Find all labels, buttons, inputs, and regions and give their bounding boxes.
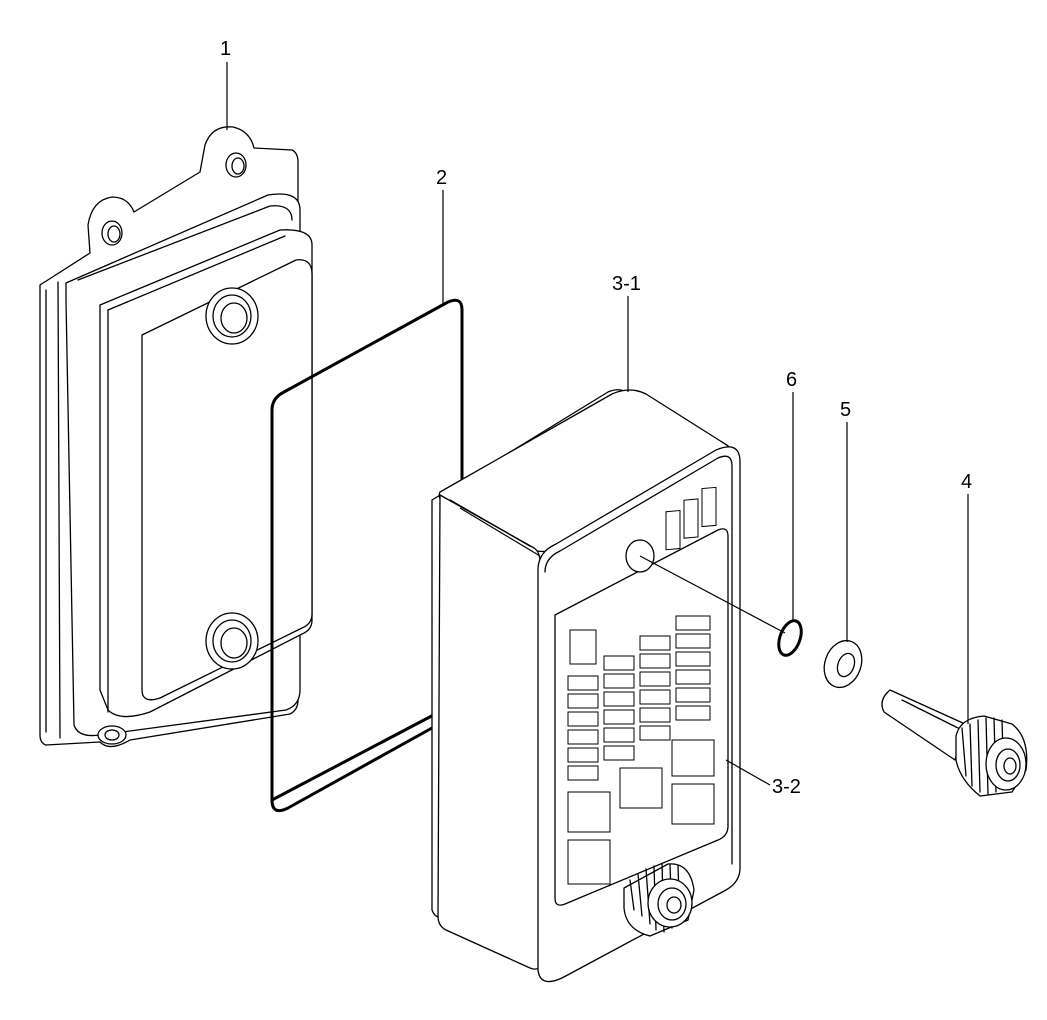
callout-6: 6 <box>786 369 797 391</box>
flat-washer <box>823 639 863 689</box>
callout-2: 2 <box>436 167 447 189</box>
mounting-base-plate <box>39 126 313 748</box>
fuse-box-knob <box>623 863 695 937</box>
leader-gasket-edge <box>459 507 541 557</box>
callout-4: 4 <box>961 471 972 493</box>
callout-3-2: 3-2 <box>772 776 801 798</box>
callout-labels: 1 2 3-1 3-2 4 5 6 <box>220 38 972 798</box>
callout-1: 1 <box>220 38 231 60</box>
leader-6-path <box>639 555 786 634</box>
o-ring <box>777 619 803 657</box>
fuse-label-decal <box>554 486 729 906</box>
knurled-thumb-screw <box>881 689 1028 797</box>
leader-3-2 <box>725 759 771 786</box>
callout-3-1: 3-1 <box>612 273 641 295</box>
fuse-cell-grid <box>567 615 711 781</box>
leader-lines <box>226 62 969 786</box>
callout-5: 5 <box>840 399 851 421</box>
